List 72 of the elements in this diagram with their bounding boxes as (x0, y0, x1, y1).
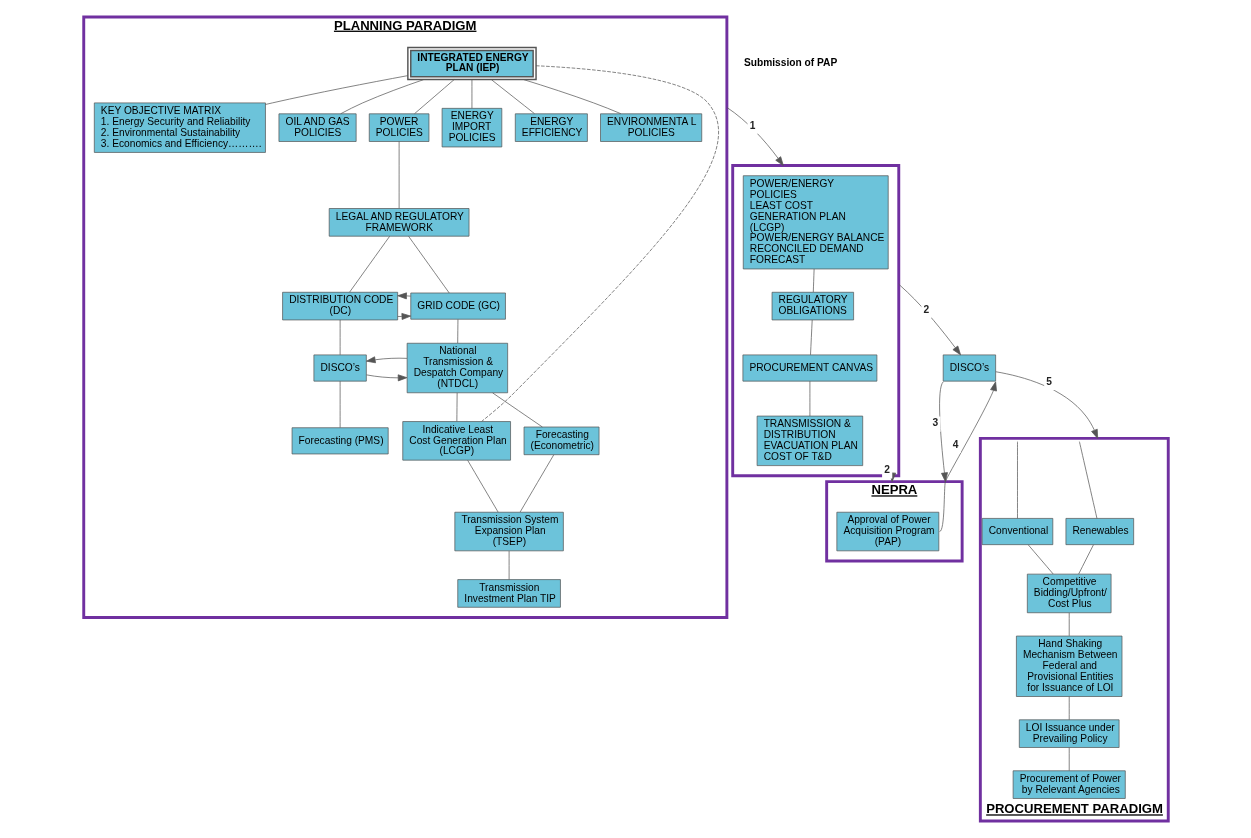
node-box: Transmission System Expansion Plan (TSEP) (453, 511, 564, 552)
node-box: Forecasting (PMS) (291, 427, 389, 455)
node-box: Approval of Power Acquisition Program (PAP) (836, 511, 939, 552)
connector (1016, 441, 1018, 519)
node-box: DISCO’s (313, 354, 367, 382)
node-box: LOI Issuance under Prevailing Policy (1018, 719, 1119, 748)
connector (519, 454, 554, 513)
connector (339, 380, 340, 428)
connector (1078, 441, 1097, 519)
arrow (938, 381, 948, 482)
arrow (726, 107, 784, 166)
label: Submission of PAP (743, 56, 837, 68)
arrow (396, 292, 411, 300)
connector (809, 380, 810, 417)
arrow (396, 313, 411, 320)
connector (1068, 696, 1070, 721)
node-box: OIL AND GAS POLICIES (278, 113, 356, 142)
node-box: Hand Shaking Mechanism Between Federal and Provisional Entities for Issuance of LOI (1015, 635, 1122, 697)
node-box: National Transmission & Despatch Company (NTDCL) (406, 342, 508, 394)
node-box: Transmission Investment Plan TIP (456, 579, 561, 608)
arrow (897, 283, 961, 356)
connector (339, 79, 424, 115)
arrow (365, 374, 407, 382)
node-box: Procurement of Power by Relevant Agencies (1012, 770, 1126, 799)
node-box: DISCO’s (942, 354, 996, 382)
connector (809, 319, 813, 356)
node-box: Renewables (1065, 518, 1134, 545)
node-box: TRANSMISSION & DISTRIBUTION EVACUATION PLAN COST OF T&D (756, 415, 863, 466)
connector (1077, 544, 1094, 575)
connector (471, 79, 472, 109)
connector (490, 79, 535, 115)
connector (398, 141, 399, 209)
connector (456, 392, 457, 422)
connector (508, 550, 509, 580)
node-box: PROCUREMENT CANVAS (742, 354, 877, 382)
node-box: REGULATORY OBLIGATIONS (771, 291, 854, 321)
edge-label: 4 (952, 438, 958, 450)
connector (1068, 747, 1070, 771)
node-box: POWER POLICIES (368, 113, 429, 142)
connector (466, 459, 498, 513)
arrow (994, 371, 1098, 439)
edge-label: 1 (749, 119, 755, 131)
arrow (938, 381, 997, 532)
edge-label: 5 (1045, 376, 1052, 388)
edge-label: 3 (932, 417, 938, 429)
node-box: Conventional (981, 518, 1053, 545)
edge-label: 2 (883, 464, 890, 476)
node-box: DISTRIBUTION CODE (DC) (281, 291, 398, 321)
connector (522, 79, 621, 115)
connector (1027, 544, 1054, 575)
node-box: LEGAL AND REGULATORY FRAMEWORK (328, 208, 469, 237)
connector (339, 319, 340, 356)
connector (491, 392, 543, 428)
node-box: Indicative Least Cost Generation Plan (LCGP) (401, 421, 511, 461)
connector (264, 75, 408, 105)
node-box: Competitive Bidding/Upfront/ Cost Plus (1026, 573, 1111, 614)
node-box: ENERGY IMPORT POLICIES (441, 108, 502, 148)
node-box: GRID CODE (GC) (409, 292, 506, 320)
connector (407, 235, 450, 294)
connector (348, 235, 390, 293)
connector (1068, 612, 1070, 637)
edge-label: 2 (923, 303, 929, 315)
node-box: ENERGY EFFICIENCY (514, 113, 588, 142)
connector (456, 319, 458, 344)
node-box: KEY OBJECTIVE MATRIX 1. Energy Security and Reliability 2. Environmental Sustainability 3. Economics and Efficiency………. (93, 102, 266, 153)
node-box: Forecasting (Econometric) (523, 426, 599, 456)
node-box: POWER/ENERGY POLICIES LEAST COST GENERATION PLAN (LCGP) POWER/ENERGY BALANCE RECONCILED DEMAND FORECAST (742, 175, 889, 270)
connector (413, 79, 454, 115)
arrow (365, 356, 407, 364)
node-box: ENVIRONMENTA L POLICIES (599, 113, 702, 142)
connector (480, 65, 719, 422)
connector (812, 268, 814, 293)
